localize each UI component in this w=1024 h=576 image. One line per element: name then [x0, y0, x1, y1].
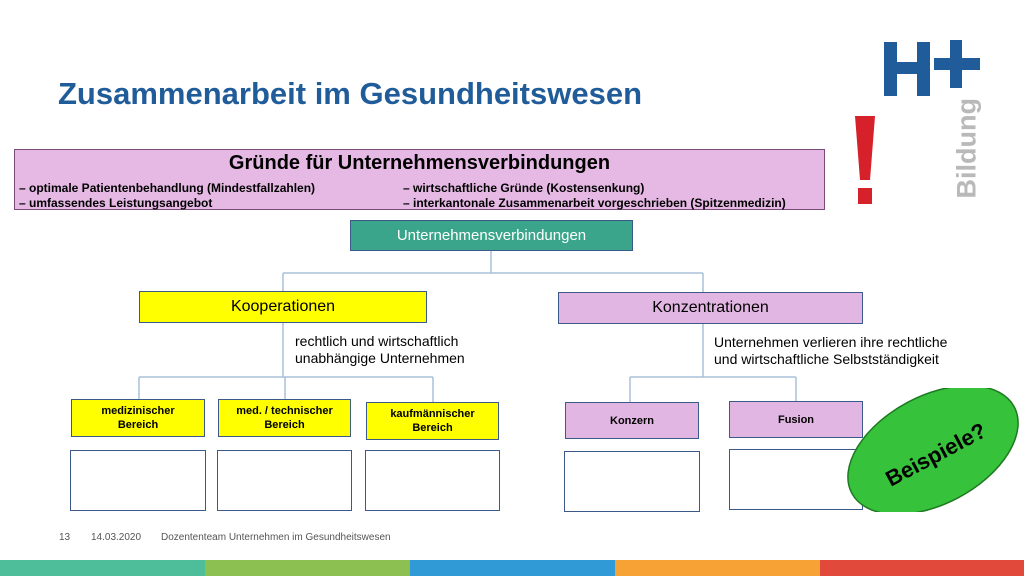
- konzentrationen-node: Konzentrationen: [558, 292, 863, 324]
- footer-stripe: [0, 560, 205, 576]
- example-box: [70, 450, 206, 511]
- exclamation-icon: [855, 116, 875, 204]
- kooperationen-label: Kooperationen: [230, 298, 336, 315]
- technischer-bereich-node: med. / technischer Bereich: [218, 399, 351, 437]
- footer-stripe: [410, 560, 615, 576]
- footer-stripe: [205, 560, 410, 576]
- reason-item: – umfassendes Leistungsangebot: [19, 196, 213, 210]
- konzern-node: Konzern: [565, 402, 699, 439]
- reasons-title: Gründe für Unternehmensverbindungen: [228, 152, 611, 174]
- example-box: [729, 449, 863, 510]
- kaufmaennischer-bereich-node: kaufmännischer Bereich: [366, 402, 499, 440]
- example-box: [365, 450, 500, 511]
- h-plus-logo: [884, 40, 980, 96]
- reasons-box: Gründe für Unternehmensverbindungen – op…: [14, 149, 825, 210]
- fusion-node: Fusion: [729, 401, 863, 438]
- page-number: 13: [59, 532, 71, 543]
- root-node-label: Unternehmensverbindungen: [396, 227, 587, 244]
- reason-item: – wirtschaftliche Gründe (Kostensenkung): [403, 181, 645, 195]
- footer-stripe: [615, 560, 820, 576]
- page-title: Zusammenarbeit im Gesundheitswesen: [58, 76, 643, 111]
- example-box: [217, 450, 352, 511]
- konzentrationen-note: Unternehmen verlieren ihre rechtliche un…: [714, 334, 948, 367]
- example-box: [564, 451, 700, 512]
- medizinischer-bereich-node: medizinischer Bereich: [71, 399, 205, 437]
- kooperationen-note: rechtlich und wirtschaftlich unabhängige…: [295, 333, 465, 366]
- reason-item: – optimale Patientenbehandlung (Mindestf…: [19, 181, 316, 195]
- beispiele-bubble: [847, 388, 1019, 512]
- footer-date: 14.03.2020: [91, 532, 142, 543]
- konzentrationen-label: Konzentrationen: [652, 299, 769, 316]
- kooperationen-node: Kooperationen: [139, 291, 427, 323]
- footer-stripe: [820, 560, 1024, 576]
- footer-text: Dozententeam Unternehmen im Gesundheitsw…: [161, 532, 391, 543]
- root-node: Unternehmensverbindungen: [350, 220, 633, 251]
- reason-item: – interkantonale Zusammenarbeit vorgesch…: [403, 196, 786, 210]
